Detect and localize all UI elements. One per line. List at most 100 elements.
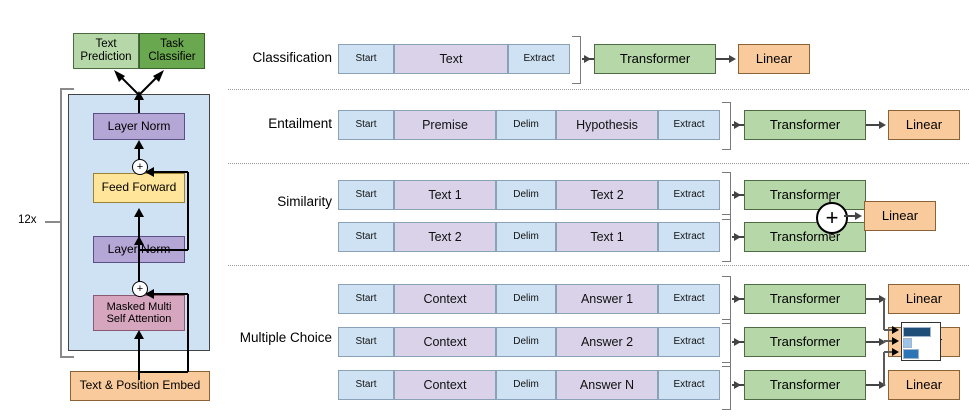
mc-arrow-1 xyxy=(892,336,899,345)
transformer-multiple-choice-0: Transformer xyxy=(744,284,866,314)
embed-to-stack-line xyxy=(138,351,140,371)
similarity-combiner: + xyxy=(816,202,848,234)
token-classification-0-text: Text xyxy=(394,44,508,74)
token-multiple-choice-1-context: Context xyxy=(394,327,496,357)
linear-multiple-choice-2: Linear xyxy=(888,370,960,400)
line-to-transformer-entailment-0 xyxy=(732,124,744,126)
line-xf-lin-classification-0 xyxy=(716,58,730,60)
line-to-transformer-multiple-choice-0 xyxy=(732,298,744,300)
mc-branch-v-2 xyxy=(883,352,885,385)
mc-arrow-2 xyxy=(892,347,899,356)
arrow-to-linear-entailment-0 xyxy=(879,120,886,129)
softmax-bar-3 xyxy=(903,349,919,359)
arrow-to-linear-multiple-choice-1 xyxy=(879,337,886,346)
token-multiple-choice-2-start: Start xyxy=(338,370,394,400)
token-similarity-1-text-1: Text 1 xyxy=(556,222,658,252)
softmax-bar-2 xyxy=(903,338,912,348)
token-multiple-choice-2-context: Context xyxy=(394,370,496,400)
sequence-bracket-entailment-0 xyxy=(722,102,731,150)
text-position-embed-block: Text & Position Embed xyxy=(70,371,210,401)
token-similarity-0-start: Start xyxy=(338,180,394,210)
sequence-bracket-multiple-choice-2 xyxy=(722,362,731,410)
feed-forward-block: Feed Forward xyxy=(93,173,185,203)
line-xf-lin-multiple-choice-1 xyxy=(866,341,880,343)
residual-add-attention: + xyxy=(132,281,148,297)
linear-classification-0: Linear xyxy=(738,44,810,74)
token-multiple-choice-0-answer-1: Answer 1 xyxy=(556,284,658,314)
repeat-bracket-vertical xyxy=(60,88,62,358)
token-entailment-0-hypothesis: Hypothesis xyxy=(556,110,658,140)
embed-label: Text & Position Embed xyxy=(79,378,201,393)
linear-entailment-0: Linear xyxy=(888,110,960,140)
repeat-count-label: 12x xyxy=(18,214,37,226)
divider-3 xyxy=(228,265,969,266)
sequence-bracket-similarity-0 xyxy=(722,172,731,220)
mc-branch-v-1 xyxy=(883,341,885,342)
line-xf-lin-multiple-choice-2 xyxy=(866,384,880,386)
plus-symbol-1: + xyxy=(136,160,144,173)
transformer-similarity-0: Transformer xyxy=(744,180,866,210)
sim-plus-to-linear xyxy=(844,215,857,217)
sequence-bracket-multiple-choice-0 xyxy=(722,276,731,324)
divider-2 xyxy=(228,163,969,164)
softmax-bar-1 xyxy=(903,327,931,337)
task-label-classification: Classification xyxy=(252,50,332,65)
transformer-similarity-1: Transformer xyxy=(744,222,866,252)
arrow-to-linear-multiple-choice-0 xyxy=(879,294,886,303)
token-multiple-choice-2-extract: Extract xyxy=(658,370,720,400)
token-entailment-0-extract: Extract xyxy=(658,110,720,140)
token-multiple-choice-0-context: Context xyxy=(394,284,496,314)
mc-branch-v-0 xyxy=(883,299,885,330)
token-multiple-choice-1-delim: Delim xyxy=(496,327,556,357)
repeat-bracket-bottom xyxy=(60,356,74,358)
linear-similarity: Linear xyxy=(864,201,936,231)
transformer-multiple-choice-2: Transformer xyxy=(744,370,866,400)
mc-branch-in-0 xyxy=(884,329,894,331)
arrow-to-linear-classification-0 xyxy=(729,54,736,63)
sequence-bracket-similarity-1 xyxy=(722,214,731,262)
token-multiple-choice-1-start: Start xyxy=(338,327,394,357)
token-classification-0-start: Start xyxy=(338,44,394,74)
line-to-transformer-classification-0 xyxy=(582,58,594,60)
line-to-transformer-multiple-choice-2 xyxy=(732,384,744,386)
line-xf-lin-multiple-choice-0 xyxy=(866,298,880,300)
feed-forward-label: Feed Forward xyxy=(101,180,177,195)
sequence-bracket-classification-0 xyxy=(572,36,581,84)
token-multiple-choice-1-extract: Extract xyxy=(658,327,720,357)
token-similarity-0-delim: Delim xyxy=(496,180,556,210)
plus-symbol-2: + xyxy=(136,282,144,295)
softmax-output-box xyxy=(901,322,941,361)
task-label-multiple-choice: Multiple Choice xyxy=(239,330,332,345)
mc-branch-in-2 xyxy=(884,351,894,353)
token-multiple-choice-0-delim: Delim xyxy=(496,284,556,314)
token-multiple-choice-0-extract: Extract xyxy=(658,284,720,314)
divider-1 xyxy=(228,89,969,90)
residual-add-feedforward: + xyxy=(132,159,148,175)
repeat-bracket-top xyxy=(60,88,74,90)
transformer-multiple-choice-1: Transformer xyxy=(744,327,866,357)
layer-norm-top-block: Layer Norm xyxy=(93,113,185,140)
token-similarity-1-extract: Extract xyxy=(658,222,720,252)
token-multiple-choice-2-answer-n: Answer N xyxy=(556,370,658,400)
layer-norm-top-label: Layer Norm xyxy=(107,118,171,133)
transformer-entailment-0: Transformer xyxy=(744,110,866,140)
token-entailment-0-premise: Premise xyxy=(394,110,496,140)
linear-multiple-choice-0: Linear xyxy=(888,284,960,314)
token-entailment-0-delim: Delim xyxy=(496,110,556,140)
line-to-transformer-multiple-choice-1 xyxy=(732,341,744,343)
mc-branch-in-1 xyxy=(884,340,894,342)
token-similarity-1-start: Start xyxy=(338,222,394,252)
line-to-transformer-similarity-0 xyxy=(732,194,744,196)
token-similarity-0-text-1: Text 1 xyxy=(394,180,496,210)
line-xf-lin-entailment-0 xyxy=(866,124,880,126)
token-multiple-choice-0-start: Start xyxy=(338,284,394,314)
transformer-classification-0: Transformer xyxy=(594,44,716,74)
token-similarity-1-text-2: Text 2 xyxy=(394,222,496,252)
repeat-bracket-stem xyxy=(45,221,61,223)
token-similarity-0-text-2: Text 2 xyxy=(556,180,658,210)
